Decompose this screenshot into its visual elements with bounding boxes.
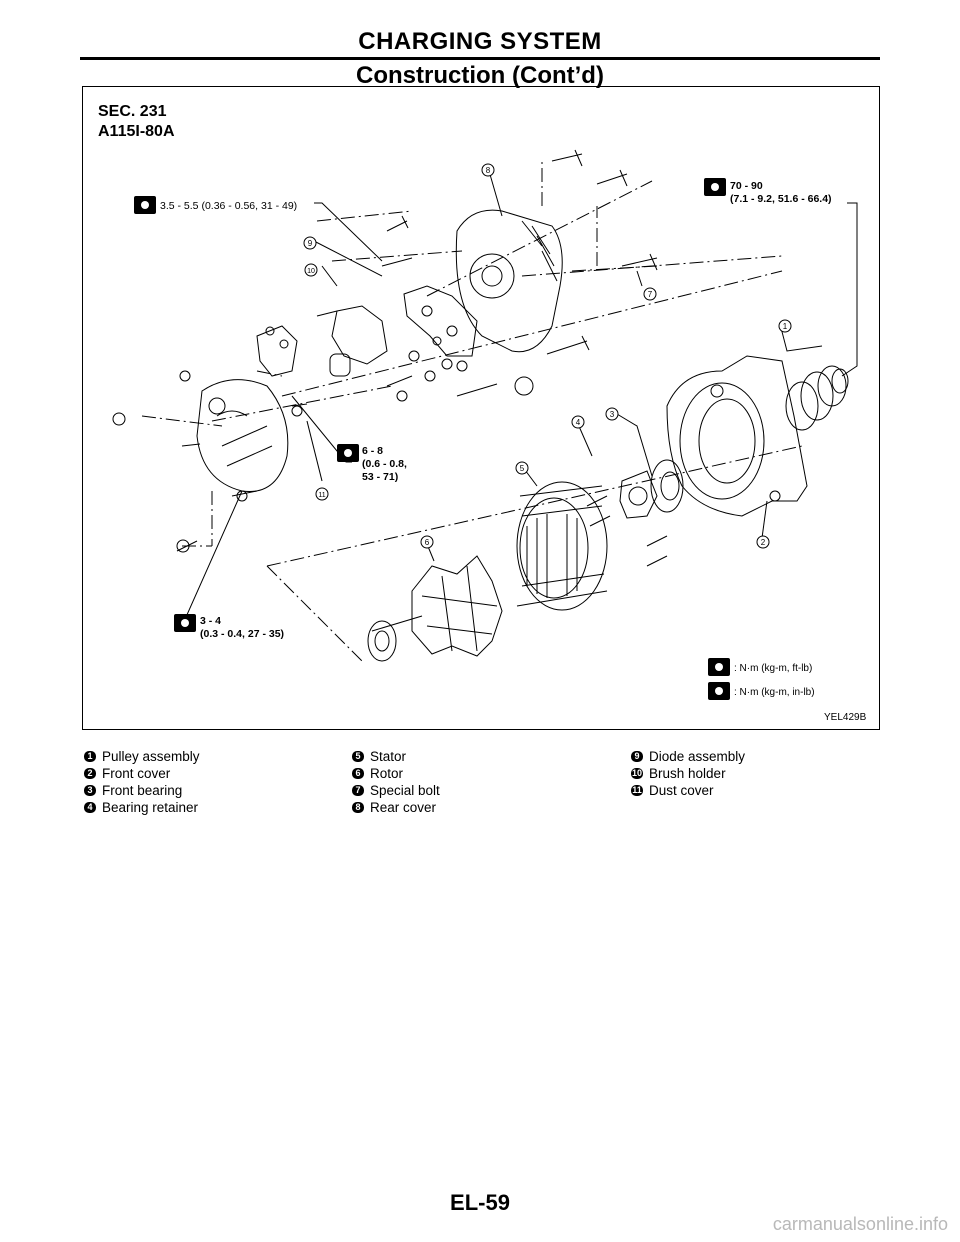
leader-lines xyxy=(181,163,858,627)
legend-item: 3 Front bearing xyxy=(84,782,200,799)
legend-label: Dust cover xyxy=(649,783,714,798)
legend-label: Bearing retainer xyxy=(102,800,199,815)
torque-spec-6-8: 6 - 8 xyxy=(362,445,383,457)
legend-column-3: 9 Diode assembly 10 Brush holder 11 Dust co… xyxy=(631,748,745,799)
callout-10 xyxy=(304,263,318,277)
callout-11-number: 11 xyxy=(318,492,325,499)
legend-label: Diode assembly xyxy=(649,749,746,764)
legend-label: Rotor xyxy=(370,766,404,781)
dust-cover xyxy=(196,379,289,493)
legend-number: 5 xyxy=(352,751,364,762)
callout-3-number: 3 xyxy=(610,410,615,419)
callout-7-number: 7 xyxy=(648,290,653,299)
exploded-diagram: 1 2 3 4 5 6 7 8 9 10 11 3.5 - 5.5 (0.36 … xyxy=(112,149,867,723)
legend-number: 4 xyxy=(84,802,96,813)
legend-number: 3 xyxy=(84,785,96,796)
callout-6 xyxy=(420,535,434,549)
legend-item: 7 Special bolt xyxy=(352,782,440,799)
callout-11 xyxy=(315,487,329,501)
page-subtitle: Construction (Cont’d) xyxy=(356,62,604,89)
rotor xyxy=(367,555,503,662)
assembly-guide-lines xyxy=(141,161,803,662)
callout-1 xyxy=(778,319,792,333)
legend-number: 6 xyxy=(352,768,364,779)
front-bearing xyxy=(650,459,684,513)
callout-5 xyxy=(515,461,529,475)
rear-cover xyxy=(455,209,563,353)
legend-label: Front bearing xyxy=(102,783,183,798)
legend-item: 1 Pulley assembly xyxy=(84,748,200,765)
diode-assembly xyxy=(403,285,478,357)
callout-9-number: 9 xyxy=(308,239,313,248)
legend-number: 1 xyxy=(84,751,96,762)
callout-8 xyxy=(481,163,495,177)
legend-item: 4 Bearing retainer xyxy=(84,799,200,816)
torque-spec-6-8-detail: (0.6 - 0.8, xyxy=(362,458,407,470)
legend-item: 2 Front cover xyxy=(84,765,200,782)
legend-item: 8 Rear cover xyxy=(352,799,440,816)
terminal-block xyxy=(256,325,298,377)
watermark: carmanualsonline.info xyxy=(772,1214,948,1234)
callout-6-number: 6 xyxy=(425,538,430,547)
torque-spec-3-4-detail: (0.3 - 0.4, 27 - 35) xyxy=(200,628,284,640)
legend-label: Stator xyxy=(370,749,407,764)
nuts xyxy=(112,350,534,553)
legend-number: 7 xyxy=(352,785,364,796)
page-number: EL-59 xyxy=(450,1190,510,1215)
sec-number: SEC. 231 xyxy=(98,103,167,120)
legend-item: 6 Rotor xyxy=(352,765,440,782)
legend-number: 11 xyxy=(631,785,643,796)
header-rule xyxy=(80,57,880,60)
legend-label: Special bolt xyxy=(370,783,440,798)
legend-label: Front cover xyxy=(102,766,171,781)
legend-item: 9 Diode assembly xyxy=(631,748,745,765)
callout-9 xyxy=(303,236,317,250)
torque-spec-6-8-detail-2: 53 - 71) xyxy=(362,471,398,483)
figure-id: YEL429B xyxy=(824,712,867,723)
figure-frame xyxy=(82,86,880,730)
stator xyxy=(516,481,608,611)
callout-7 xyxy=(643,287,657,301)
legend-label: Brush holder xyxy=(649,766,726,781)
legend-item: 11 Dust cover xyxy=(631,782,745,799)
legend-item: 5 Stator xyxy=(352,748,440,765)
front-cover xyxy=(666,355,808,517)
legend-item: 10 Brush holder xyxy=(631,765,745,782)
legend-number: 8 xyxy=(352,802,364,813)
callout-8-number: 8 xyxy=(486,166,491,175)
callout-4-number: 4 xyxy=(576,418,581,427)
legend-number: 2 xyxy=(84,768,96,779)
torque-spec-70-90: 70 - 90 xyxy=(730,180,763,192)
section-title: CHARGING SYSTEM xyxy=(358,28,602,55)
section-code: SEC. 231 A115I-80A xyxy=(98,102,175,142)
key-in-lb: : N·m (kg-m, in-lb) xyxy=(734,687,815,698)
torque-spec-3.5-5.5: 3.5 - 5.5 (0.36 - 0.56, 31 - 49) xyxy=(160,200,297,212)
torque-spec-3-4: 3 - 4 xyxy=(200,615,221,627)
callout-4 xyxy=(571,415,585,429)
pulley-assembly xyxy=(785,365,849,431)
callout-1-number: 1 xyxy=(783,322,788,331)
legend-label: Pulley assembly xyxy=(102,749,200,764)
legend-column-2: 5 Stator 6 Rotor 7 Special bolt 8 Rear cover xyxy=(352,748,440,816)
torque-spec-70-90-detail: (7.1 - 9.2, 51.6 - 66.4) xyxy=(730,193,832,205)
legend-number: 9 xyxy=(631,751,643,762)
key-ft-lb: : N·m (kg-m, ft-lb) xyxy=(734,663,812,674)
callout-3 xyxy=(605,407,619,421)
callout-2 xyxy=(756,535,770,549)
legend-column-1: 1 Pulley assembly 2 Front cover 3 Front bea… xyxy=(84,748,200,816)
callout-5-number: 5 xyxy=(520,464,525,473)
callout-2-number: 2 xyxy=(761,538,766,547)
bearing-retainer xyxy=(619,470,658,519)
callout-10-number: 10 xyxy=(307,268,315,275)
sec-code-id: A115I-80A xyxy=(98,123,175,140)
legend-label: Rear cover xyxy=(370,800,437,815)
bolts xyxy=(176,149,668,567)
legend-number: 10 xyxy=(631,768,644,779)
torque-icon-glyphs xyxy=(141,183,723,695)
brush-holder xyxy=(329,305,388,377)
